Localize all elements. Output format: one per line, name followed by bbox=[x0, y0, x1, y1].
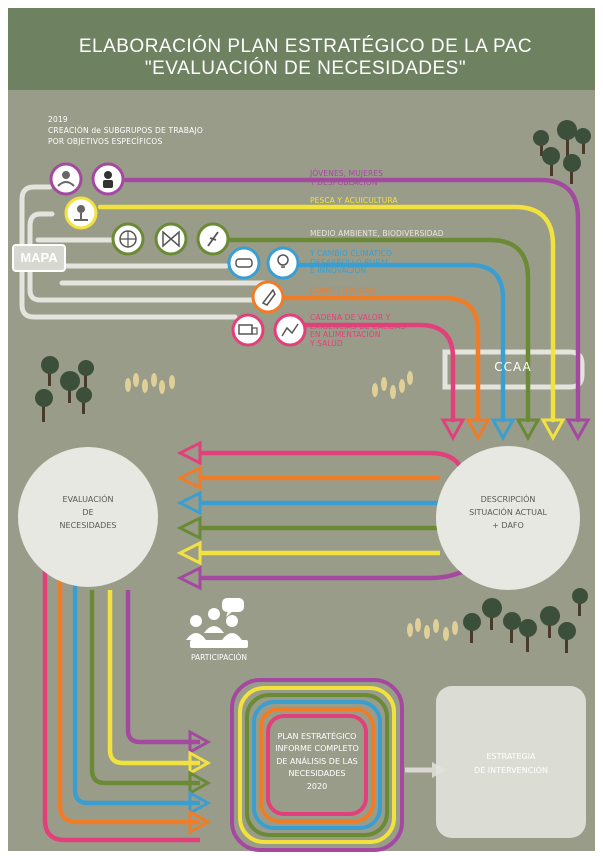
mapa-connectors bbox=[19, 184, 268, 320]
intro-line-1: CREACIÓN de SUBGRUPOS DE TRABAJO bbox=[48, 126, 203, 135]
title-line-2: "EVALUACIÓN DE NECESIDADES" bbox=[144, 58, 467, 79]
speech-bubble-icon bbox=[222, 598, 244, 617]
intro-year: 2019 bbox=[48, 115, 68, 124]
plan-routes bbox=[42, 560, 200, 843]
participation-label: PARTICIPACIÓN bbox=[190, 653, 248, 662]
group-routes bbox=[97, 177, 581, 423]
icon-group-3 bbox=[227, 246, 307, 347]
tree-icon bbox=[533, 120, 591, 184]
mapa-label: MAPA bbox=[20, 250, 58, 265]
strategy-box bbox=[436, 686, 586, 838]
icon-group-2 bbox=[111, 222, 230, 256]
truck-icon bbox=[231, 313, 265, 347]
cow-icon bbox=[227, 246, 261, 280]
right-arrowheads bbox=[188, 729, 212, 835]
title-band bbox=[8, 8, 595, 90]
wheat-icon bbox=[125, 371, 458, 641]
ccaa-label: CCAA bbox=[494, 360, 532, 374]
evaluation-circle bbox=[18, 447, 158, 587]
group-label-competitiveness: COMPETITIVIDAD bbox=[310, 286, 376, 295]
mapa-box: MAPA bbox=[12, 244, 66, 272]
group-label-environment: MEDIO AMBIENTE, BIODIVERSIDAD bbox=[310, 229, 444, 238]
icon-group-1 bbox=[49, 162, 125, 230]
title-line-1: ELABORACIÓN PLAN ESTRATÉGICO DE LA PAC bbox=[78, 36, 533, 57]
people-icon bbox=[186, 608, 248, 648]
plan-card-rings bbox=[230, 678, 404, 852]
intro-line-2: POR OBJETIVOS ESPECÍFICOS bbox=[48, 137, 163, 146]
tree-icon bbox=[463, 588, 588, 653]
down-arrowheads bbox=[440, 418, 591, 442]
feedback-loops bbox=[200, 450, 472, 581]
lightbulb-icon bbox=[266, 246, 300, 280]
tree-icon bbox=[35, 356, 94, 422]
ccaa-connector bbox=[442, 349, 585, 390]
description-circle bbox=[436, 446, 580, 590]
left-arrowheads bbox=[176, 440, 202, 591]
group-label-fishing: PESCA Y ACUICULTURA bbox=[310, 196, 398, 205]
